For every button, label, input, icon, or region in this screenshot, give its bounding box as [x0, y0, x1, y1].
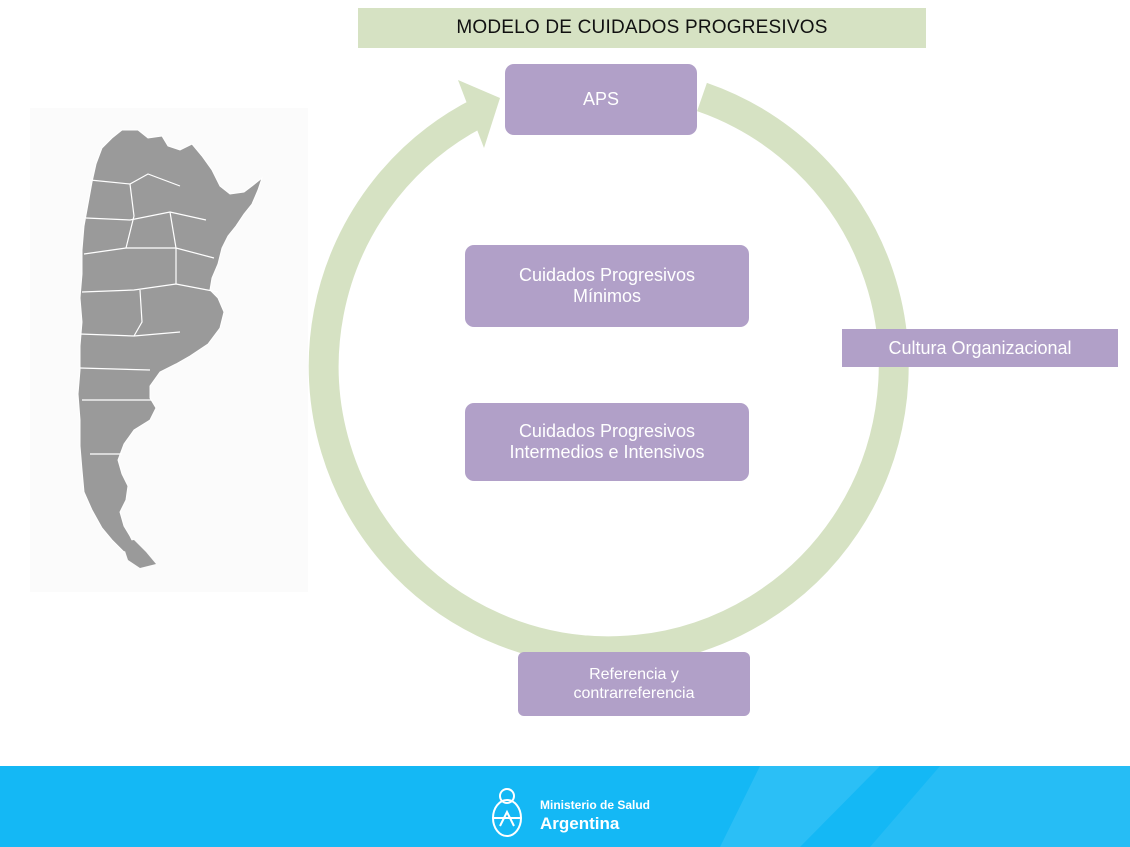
cycle-ring	[308, 82, 909, 667]
argentina-outline	[77, 129, 264, 553]
cuidados-minimos-box: Cuidados Progresivos Mínimos	[465, 245, 749, 327]
cycle-arrowhead	[458, 80, 500, 148]
footer-decoration	[720, 766, 1130, 847]
tierra-del-fuego	[122, 540, 156, 568]
ministry-name: Ministerio de Salud	[540, 798, 651, 812]
province-borders	[79, 173, 219, 455]
aps-box: APS	[505, 64, 697, 135]
referencia-contrarreferencia-box: Referencia y contrarreferencia	[518, 652, 750, 716]
country-name: Argentina	[540, 814, 620, 833]
ministry-emblem-icon	[492, 788, 522, 837]
cultura-organizacional-label: Cultura Organizacional	[842, 329, 1118, 367]
argentina-map	[77, 129, 264, 568]
footer-bar	[0, 766, 1130, 847]
cuidados-intermedios-intensivos-box: Cuidados Progresivos Intermedios e Inten…	[465, 403, 749, 481]
diagram-title: MODELO DE CUIDADOS PROGRESIVOS	[358, 8, 926, 48]
